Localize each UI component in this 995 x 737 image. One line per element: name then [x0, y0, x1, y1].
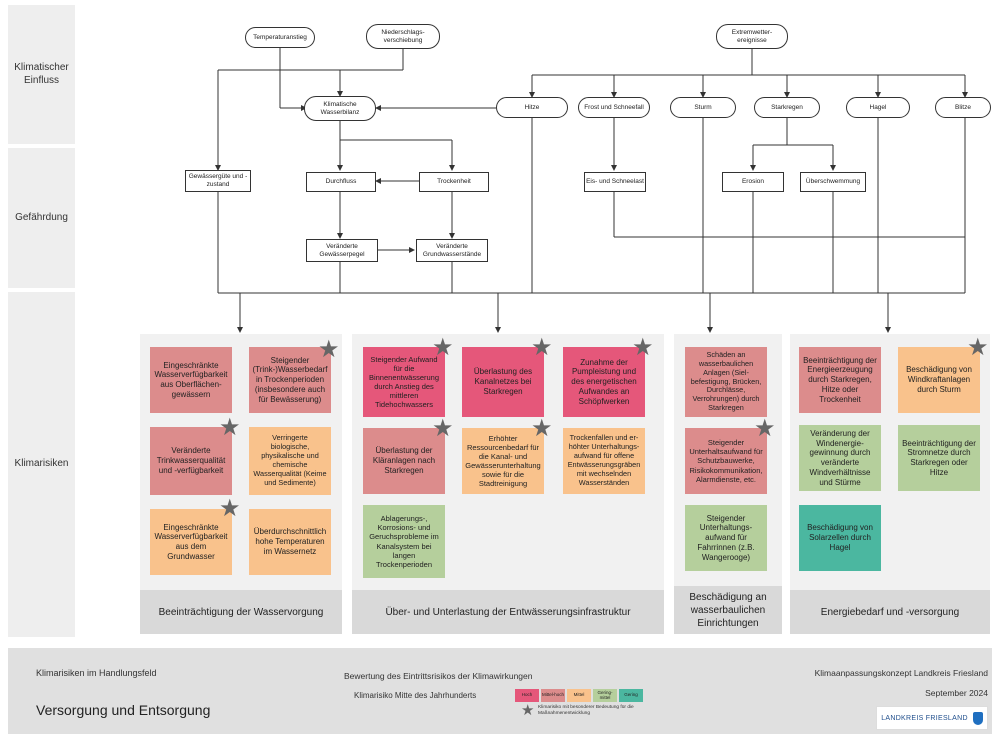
- legend-star-note: Klimarisiko mit besonderer Bedeutung für…: [538, 705, 634, 716]
- risk-card: Zunahme der Pumpleistung und des energet…: [563, 347, 645, 417]
- risk-card: Eingeschränkte Wasserverfügbarkeit aus d…: [150, 509, 232, 575]
- risk-card: Überlastung des Kanalnetzes bei Starkreg…: [462, 347, 544, 417]
- legend-star-icon: ★: [521, 702, 535, 719]
- landkreis-logo: LANDKREIS FRIESLAND: [876, 706, 988, 730]
- node-hagel: Hagel: [846, 97, 910, 118]
- node-frost: Frost und Schneefall: [578, 97, 650, 118]
- risk-card: Beschädigung von Windkraftanlagen durch …: [898, 347, 980, 413]
- risk-card: Beeinträchtigung der Energieerzeugung du…: [799, 347, 881, 413]
- risk-card: Trockenfallen und er-höhter Unterhaltung…: [563, 428, 645, 494]
- risk-card: Veränderte Trinkwasserqualität und -verf…: [150, 427, 232, 495]
- node-sturm: Sturm: [670, 97, 736, 118]
- risk-card: Steigender Unterhaltsaufwand für Schutzb…: [685, 428, 767, 494]
- handlungsfeld-label: Klimarisiken im Handlungsfeld: [36, 668, 157, 678]
- star-icon: ★: [754, 415, 776, 442]
- handlungsfeld-title: Versorgung und Entsorgung: [36, 702, 211, 718]
- brand-text: LANDKREIS FRIESLAND: [881, 714, 968, 722]
- legend-gering: Gering: [619, 689, 643, 702]
- star-icon: ★: [219, 495, 241, 522]
- panel-title-energie: Energiebedarf und -versorgung: [790, 590, 990, 634]
- logo-shield-icon: [972, 711, 983, 725]
- node-trockenheit: Trockenheit: [419, 172, 489, 192]
- node-durchfluss: Durchfluss: [306, 172, 376, 192]
- risk-card: Ablagerungs-, Korrosions- und Geruchspro…: [363, 505, 445, 578]
- risk-card: Beeinträchtigung der Stromnetze durch St…: [898, 425, 980, 491]
- bewertung-text: Bewertung des Eintrittsrisikos der Klima…: [344, 671, 533, 681]
- node-hitze: Hitze: [496, 97, 568, 118]
- footer: [8, 648, 992, 734]
- risk-card: Veränderung der Windenergie-gewinnung du…: [799, 425, 881, 491]
- panel-title-entwaesserung: Über- und Unterlastung der Entwässerungs…: [352, 590, 664, 634]
- mitte-text: Klimarisiko Mitte des Jahrhunderts: [354, 691, 477, 700]
- node-extremwetter: Extremwetter-ereignisse: [716, 24, 788, 49]
- star-icon: ★: [632, 334, 654, 361]
- star-icon: ★: [219, 414, 241, 441]
- star-icon: ★: [967, 334, 989, 361]
- node-grundwasserstaende: Veränderte Grundwasserstände: [416, 239, 488, 262]
- datum-text: September 2024: [925, 688, 988, 698]
- risk-card: Steigender Unterhaltungs-aufwand für Fah…: [685, 505, 767, 571]
- legend-mittel-hoch: Mittel-hoch: [541, 689, 565, 702]
- node-gewaesserguete: Gewässergüte und -zustand: [185, 170, 251, 192]
- panel-title-wasserbau: Beschädigung an wasserbaulichen Einricht…: [674, 586, 782, 634]
- legend-mittel: Mittel: [567, 689, 591, 702]
- node-gewaesserpegel: Veränderte Gewässerpegel: [306, 239, 378, 262]
- risk-card: Erhöhter Ressourcenbedarf für die Kanal-…: [462, 428, 544, 494]
- star-icon: ★: [531, 415, 553, 442]
- node-niederschlag: Niederschlags-verschiebung: [366, 24, 440, 49]
- legend-hoch: Hoch: [515, 689, 539, 702]
- row-label-klimarisiken: Klimarisiken: [8, 292, 75, 637]
- risk-card: Schäden an wasserbaulichen Anlagen (Siel…: [685, 347, 767, 417]
- risk-card: Beschädigung von Solarzellen durch Hagel: [799, 505, 881, 571]
- risk-card: Überdurchschnittlich hohe Temperaturen i…: [249, 509, 331, 575]
- star-icon: ★: [432, 415, 454, 442]
- row-label-gefaehrdung: Gefährdung: [8, 148, 75, 288]
- row-label-einfluss: Klimatischer Einfluss: [8, 5, 75, 144]
- node-starkregen: Starkregen: [754, 97, 820, 118]
- risk-card: Eingeschränkte Wasserverfügbarkeit aus O…: [150, 347, 232, 413]
- risk-card: Überlastung der Kläranlagen nach Starkre…: [363, 428, 445, 494]
- star-icon: ★: [318, 336, 340, 363]
- risk-card: Verringerte biologische, physikalische u…: [249, 427, 331, 495]
- node-temperaturanstieg: Temperaturanstieg: [245, 27, 315, 48]
- node-ueberschwemmung: Überschwemmung: [800, 172, 866, 192]
- risk-card: Steigender Aufwand für die Binnenentwäss…: [363, 347, 445, 417]
- node-wasserbilanz: Klimatische Wasserbilanz: [304, 96, 376, 121]
- star-icon: ★: [432, 334, 454, 361]
- konzept-text: Klimaanpassungskonzept Landkreis Friesla…: [814, 668, 988, 678]
- legend-gering-mittel: Gering-mittel: [593, 689, 617, 702]
- node-eislast: Eis- und Schneelast: [584, 172, 646, 192]
- node-erosion: Erosion: [722, 172, 784, 192]
- risk-card: Steigender (Trink-)Wasserbedarf in Trock…: [249, 347, 331, 413]
- panel-title-wasserversorgung: Beeinträchtigung der Wasservorgung: [140, 590, 342, 634]
- star-icon: ★: [531, 334, 553, 361]
- node-blitze: Blitze: [935, 97, 991, 118]
